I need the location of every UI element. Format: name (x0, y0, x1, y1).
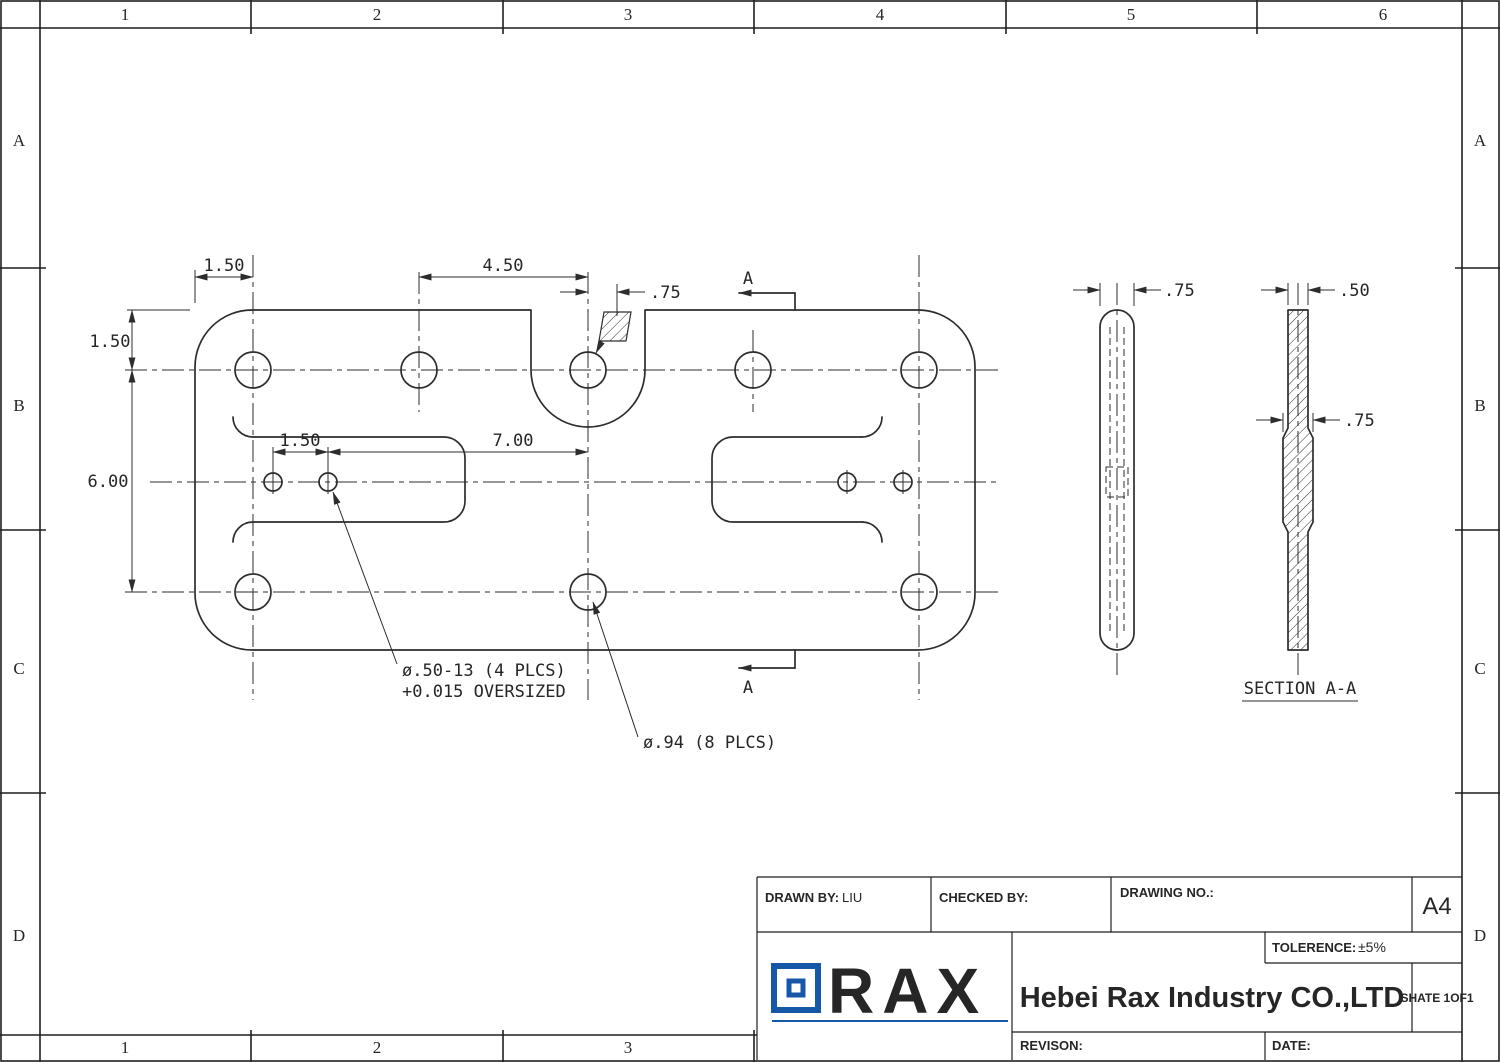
zone-label-bottom-2: 2 (373, 1038, 382, 1057)
section-view-label: SECTION A-A (1244, 679, 1357, 699)
section-marker-bottom: A (743, 678, 753, 698)
zone-label-top-2: 2 (373, 5, 382, 24)
sheet-number: SHATE 1OF1 (1400, 991, 1473, 1005)
note-small-holes-line1: ø.50-13 (4 PLCS) (402, 661, 566, 681)
zone-label-right-a: A (1474, 131, 1487, 150)
dim-edge-to-hole-v: 1.50 (90, 332, 131, 352)
side-view: .75 (1073, 281, 1195, 677)
dim-hole-span-v: 6.00 (88, 472, 129, 492)
drawn-by-label: DRAWN BY: (765, 890, 839, 905)
checked-by-label: CHECKED BY: (939, 890, 1028, 905)
section-marker-top: A (743, 269, 753, 289)
tolerance-label: TOLERENCE: (1272, 940, 1356, 955)
zone-label-top-4: 4 (876, 5, 885, 24)
dim-hole-spacing-top: 4.50 (483, 256, 524, 276)
rax-logo: RAX (771, 955, 1008, 1027)
zone-label-right-c: C (1474, 659, 1485, 678)
dim-small-hole-spacing: 1.50 (280, 431, 321, 451)
note-small-holes-line2: +0.015 OVERSIZED (402, 682, 566, 702)
zone-label-left-a: A (13, 131, 26, 150)
company-name: Hebei Rax Industry CO.,LTD (1020, 982, 1405, 1014)
zone-label-left-b: B (13, 396, 24, 415)
date-label: DATE: (1272, 1038, 1311, 1053)
revision-label: REVISON: (1020, 1038, 1083, 1053)
front-view: 1.50 4.50 .75 1.50 6.00 1.50 7.00 A A ø.… (88, 255, 1000, 753)
note-large-holes: ø.94 (8 PLCS) (643, 733, 776, 753)
zone-label-bottom-3: 3 (624, 1038, 633, 1057)
centerlines (125, 255, 1000, 700)
dim-side-thickness: .75 (1164, 281, 1195, 301)
drawn-by-value: LIU (842, 890, 862, 905)
zone-label-right-b: B (1474, 396, 1485, 415)
front-view-dimensions (127, 270, 796, 738)
tolerance-value: ±5% (1358, 939, 1386, 955)
title-block: DRAWN BY: LIU CHECKED BY: DRAWING NO.: A… (756, 876, 1474, 1060)
dim-edge-to-hole-h: 1.50 (204, 256, 245, 276)
rax-logo-text: RAX (828, 955, 987, 1027)
dim-section-top-width: .50 (1339, 281, 1370, 301)
paper-size: A4 (1422, 893, 1451, 920)
dim-section-boss-width: .75 (1344, 411, 1375, 431)
drawing-no-label: DRAWING NO.: (1120, 885, 1214, 900)
dim-slot-offset: .75 (650, 283, 681, 303)
section-view: .50 .75 SECTION A-A (1242, 281, 1375, 702)
hatched-wedge-icon (595, 311, 632, 354)
zone-label-top-3: 3 (624, 5, 633, 24)
zone-label-left-c: C (13, 659, 24, 678)
zone-label-bottom-1: 1 (121, 1038, 130, 1057)
rax-logo-icon (771, 963, 821, 1013)
zone-label-top-1: 1 (121, 5, 130, 24)
zone-label-top-5: 5 (1127, 5, 1136, 24)
zone-label-right-d: D (1474, 926, 1486, 945)
rax-logo-underline (772, 1020, 1008, 1022)
dim-small-hole-span: 7.00 (493, 431, 534, 451)
zone-label-left-d: D (13, 926, 25, 945)
zone-label-top-6: 6 (1379, 5, 1388, 24)
